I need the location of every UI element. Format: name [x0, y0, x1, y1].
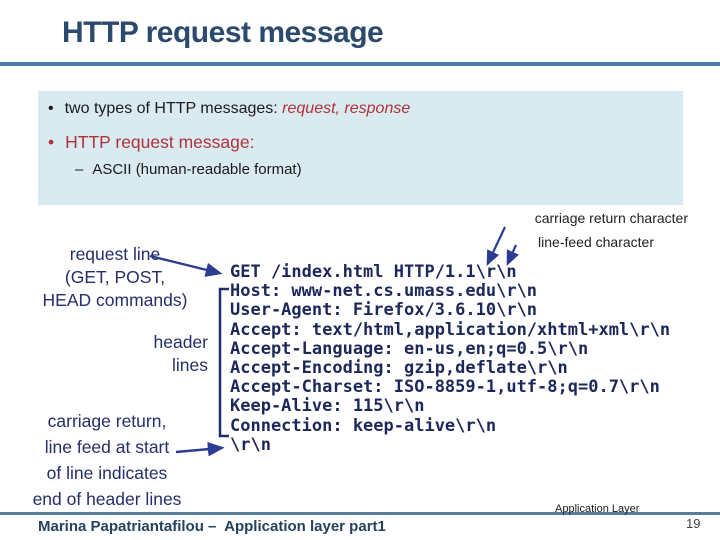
request-line-label-line1: request line [69, 244, 161, 264]
code-line: Keep-Alive: 115\r\n [230, 396, 425, 417]
footer-section-label: Application Layer [555, 503, 640, 515]
dash-icon: – [75, 161, 84, 178]
sub-bullet-ascii: –ASCII (human-readable format) [75, 161, 302, 178]
summary-box [38, 91, 683, 205]
bullet-text: HTTP request message: [65, 132, 255, 152]
code-line: User-Agent: Firefox/3.6.10\r\n [230, 300, 538, 321]
code-line: \r\n [230, 434, 271, 455]
code-line: Accept-Language: en-us,en;q=0.5\r\n [230, 338, 589, 359]
end-of-headers-label-line1: carriage return, [47, 411, 167, 431]
line-feed-arrow [506, 244, 519, 267]
header-lines-label-line1: header [153, 332, 209, 352]
request-line-label-line3: HEAD commands) [42, 290, 188, 310]
code-line: Connection: keep-alive\r\n [230, 415, 497, 436]
footer-credit: Marina Papatriantafilou – Application la… [38, 518, 386, 535]
carriage-return-label: carriage return character [534, 210, 688, 226]
code-line: Accept-Charset: ISO-8859-1,utf-8;q=0.7\r… [230, 377, 660, 398]
end-of-headers-label: carriage return, line feed at start of l… [6, 408, 208, 512]
carriage-return-arrow [486, 226, 506, 266]
bullet-icon: • [48, 132, 55, 152]
code-line: Host: www-net.cs.umass.edu\r\n [230, 281, 538, 302]
header-lines-label: header lines [100, 331, 209, 377]
title-divider [0, 62, 720, 66]
header-lines-bracket [218, 287, 229, 438]
code-line: GET /index.html HTTP/1.1\r\n [230, 262, 517, 282]
end-of-headers-label-line3: of line indicates [46, 463, 168, 483]
end-of-headers-label-line4: end of header lines [32, 489, 182, 509]
bullet-emphasis: request, response [282, 100, 411, 117]
code-line: Accept-Encoding: gzip,deflate\r\n [230, 357, 568, 378]
request-line-label: request line (GET, POST, HEAD commands) [18, 243, 212, 312]
bullet-icon: • [48, 100, 54, 117]
line-feed-label: line-feed character [538, 234, 654, 250]
header-lines-label-line2: lines [172, 355, 208, 375]
page-title: HTTP request message [62, 16, 384, 49]
bullet-item-request-message: • HTTP request message: [48, 132, 254, 153]
bullet-item-two-types: • two types of HTTP messages: request, re… [48, 100, 410, 118]
code-line: Accept: text/html,application/xhtml+xml\… [230, 319, 671, 340]
end-of-headers-label-line2: line feed at start [44, 437, 170, 457]
request-line-label-line2: (GET, POST, [64, 267, 166, 287]
page-number: 19 [686, 516, 701, 531]
sub-bullet-text: ASCII (human-readable format) [92, 161, 302, 178]
bullet-text: two types of HTTP messages: [64, 100, 283, 117]
footer-divider [0, 512, 720, 515]
http-request-code-block: GET /index.html HTTP/1.1\r\n Host: www-n… [230, 262, 671, 455]
